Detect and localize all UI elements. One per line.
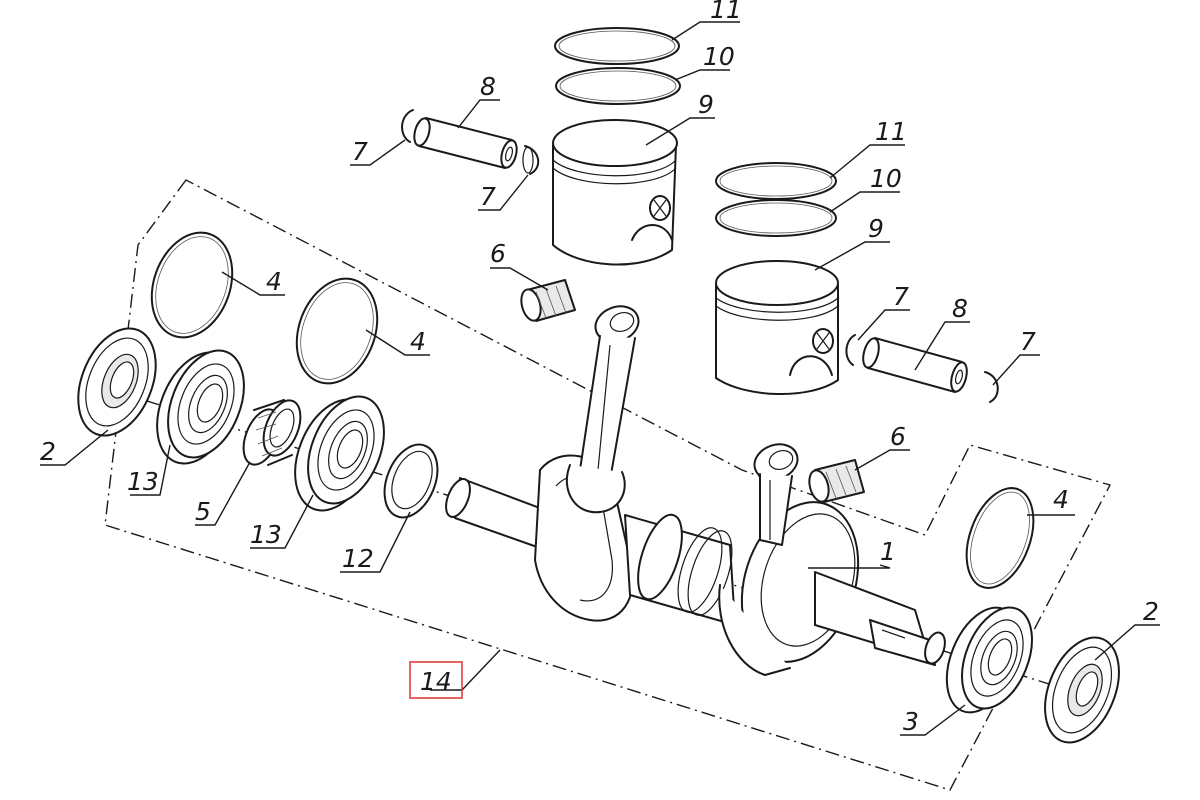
leader-lines (40, 21, 1160, 736)
label-7-c: 7 (893, 282, 909, 311)
label-14: 14 (420, 667, 452, 696)
circlip-7-a (401, 109, 414, 143)
label-12: 12 (342, 544, 374, 573)
connecting-rod-left (565, 305, 640, 514)
piston-ring-11-upper (554, 27, 680, 65)
label-6-right: 6 (890, 422, 906, 451)
needle-bearing-6-left (520, 279, 576, 322)
label-1: 1 (880, 537, 896, 566)
label-7-b: 7 (480, 182, 496, 211)
o-ring-right (965, 487, 1035, 589)
piston-9-lower (715, 260, 839, 395)
label-4-middle: 4 (410, 327, 426, 356)
label-10-upper: 10 (703, 42, 735, 71)
label-2-right: 2 (1143, 597, 1159, 626)
label-7-a: 7 (352, 137, 368, 166)
crankshaft-1 (445, 454, 946, 676)
circlip-7-c (845, 334, 856, 366)
connecting-rod-right (753, 443, 799, 546)
o-ring-left (150, 231, 234, 339)
piston-ring-10-lower (715, 199, 837, 237)
piston-ring-10-upper-inner (559, 70, 677, 102)
piston-pin-8-upper (413, 117, 518, 169)
label-4-right: 4 (1053, 485, 1069, 514)
o-ring-middle (295, 277, 379, 385)
label-10-lower: 10 (870, 164, 902, 193)
needle-bearing-5 (242, 399, 302, 466)
bearing-3-right (945, 606, 1033, 714)
circlip-7-d (984, 371, 999, 403)
circlip-7-b2 (522, 146, 534, 174)
o-ring-middle-inner (300, 282, 374, 380)
assembly-boundary (104, 179, 1112, 791)
bearing-13-left (156, 349, 245, 465)
label-8-upper: 8 (480, 72, 496, 101)
label-11-lower: 11 (875, 117, 907, 146)
label-11-upper: 11 (710, 0, 742, 24)
label-13-left: 13 (127, 467, 159, 496)
piston-ring-11-upper-inner (558, 30, 676, 62)
o-ring-left-inner (155, 236, 229, 334)
label-4-left: 4 (266, 267, 282, 296)
o-ring-right-inner (970, 491, 1030, 585)
piston-ring-10-upper (555, 67, 681, 105)
shim-washer-12 (383, 443, 439, 519)
label-3: 3 (903, 707, 919, 736)
label-6-left: 6 (490, 239, 506, 268)
piston-ring-11-lower (715, 162, 837, 200)
oil-seal-right (1044, 636, 1120, 744)
label-2-left: 2 (40, 437, 56, 466)
label-8-lower: 8 (952, 294, 968, 323)
label-14-highlight (409, 661, 463, 699)
piston-ring-11-lower-inner (719, 165, 833, 197)
needle-bearing-6-right (808, 459, 865, 503)
piston-9-upper (552, 119, 678, 266)
bearing-13-middle (294, 395, 385, 512)
label-9-upper: 9 (698, 90, 714, 119)
label-13-middle: 13 (250, 520, 282, 549)
label-9-lower: 9 (868, 214, 884, 243)
label-7-d: 7 (1020, 327, 1036, 356)
oil-seal-left (77, 327, 157, 437)
piston-ring-10-lower-inner (719, 202, 833, 234)
label-5: 5 (195, 497, 211, 526)
piston-pin-8-lower (862, 337, 968, 393)
